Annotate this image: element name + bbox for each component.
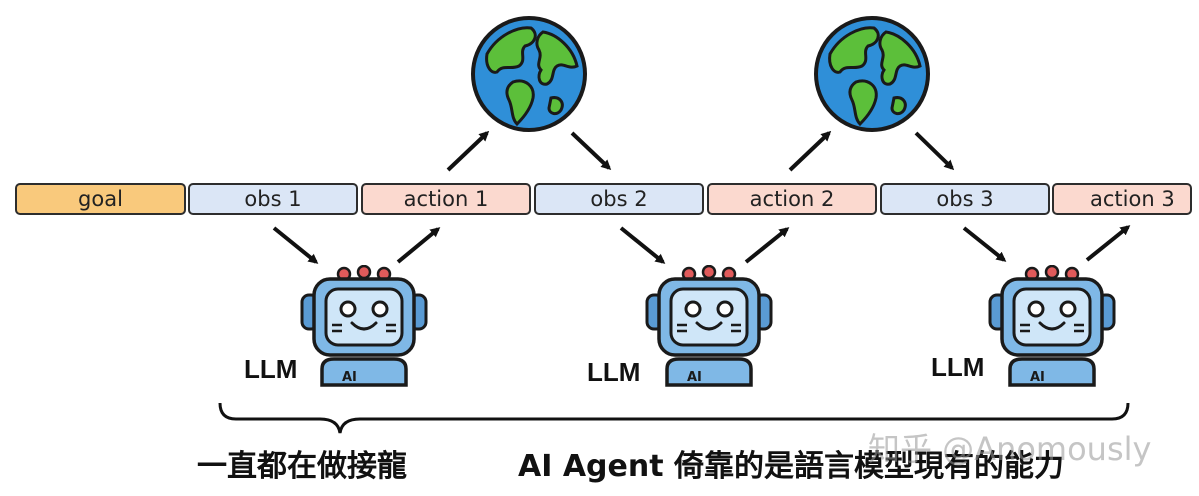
arrow-icon [272, 226, 319, 264]
robot-icon: AI [300, 265, 428, 387]
arrow-icon [396, 227, 441, 264]
arrow-icon [619, 226, 666, 264]
globe-icon [814, 16, 930, 132]
llm-label: LLM [587, 357, 641, 387]
globe-icon [471, 16, 587, 132]
arrow-icon [914, 131, 955, 171]
caption-right: AI Agent 倚靠的是語言模型現有的能力 [518, 449, 1065, 484]
token-obs-1: obs 1 [188, 183, 358, 215]
caption-left: 一直都在做接龍 [197, 449, 407, 484]
llm-label: LLM [931, 352, 985, 382]
token-action-2: action 2 [707, 183, 877, 215]
token-obs-2: obs 2 [534, 183, 704, 215]
robot-badge: AI [342, 370, 357, 385]
arrow-icon [570, 131, 612, 171]
curly-brace [218, 402, 1130, 434]
watermark: 知乎 @Anomously [868, 430, 1152, 468]
token-goal: goal [15, 183, 186, 215]
arrow-icon [788, 130, 832, 172]
llm-label: LLM [244, 354, 298, 384]
robot-icon: AI [988, 265, 1116, 387]
arrow-icon [1085, 225, 1131, 262]
token-action-3: action 3 [1052, 183, 1192, 215]
token-action-1: action 1 [361, 183, 531, 215]
robot-icon: AI [645, 265, 773, 387]
robot-badge: AI [1030, 370, 1045, 385]
arrow-icon [744, 227, 790, 264]
arrow-icon [446, 130, 490, 172]
token-obs-3: obs 3 [880, 183, 1050, 215]
robot-badge: AI [687, 370, 702, 385]
arrow-icon [962, 226, 1007, 262]
